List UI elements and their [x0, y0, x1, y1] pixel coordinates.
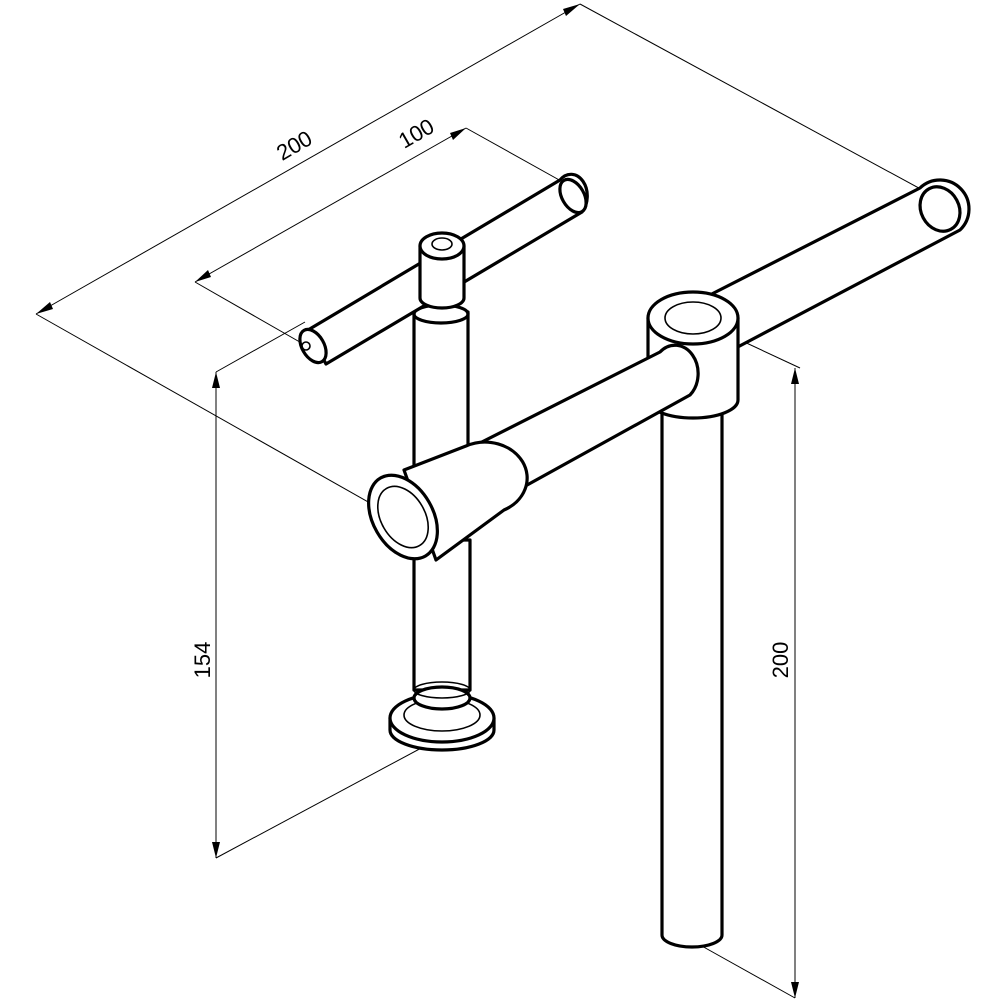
left-clamp-block — [367, 440, 529, 562]
pressure-pad — [388, 681, 496, 752]
t-handle-head — [418, 231, 466, 310]
dimension-200-right — [699, 339, 801, 999]
label-200-right: 200 — [768, 642, 793, 679]
horizontal-bar-long — [698, 178, 971, 352]
cross-arm — [468, 343, 700, 502]
dimension-154 — [212, 321, 441, 859]
dimension-100-handle — [194, 127, 571, 346]
spindle-lower — [412, 538, 472, 692]
label-154: 154 — [190, 642, 215, 679]
dimension-200-top — [35, 3, 951, 521]
vertical-bar — [660, 398, 724, 949]
label-200-top: 200 — [272, 125, 316, 165]
